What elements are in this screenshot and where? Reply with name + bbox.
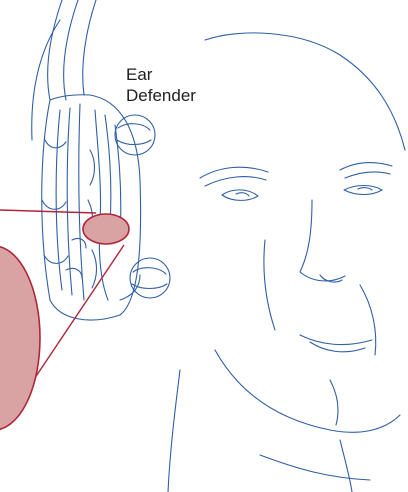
forehead-contour — [205, 33, 405, 150]
top-mic-ball — [115, 115, 155, 155]
callout — [0, 210, 129, 430]
callout-leader-top — [0, 210, 96, 213]
label-line-1: Ear — [126, 64, 196, 85]
callout-magnified-circle — [0, 246, 40, 430]
ear-defender-label: Ear Defender — [126, 64, 196, 106]
headband — [48, 0, 62, 100]
jaw-line — [215, 350, 400, 432]
label-line-2: Defender — [126, 85, 196, 106]
right-eye — [344, 186, 382, 195]
callout-highlight-ellipse — [83, 214, 129, 244]
face-line-art — [32, 0, 405, 492]
left-eye — [222, 190, 258, 201]
right-brow — [340, 163, 392, 170]
neck — [168, 370, 180, 492]
nose — [300, 200, 345, 281]
left-brow — [200, 167, 268, 178]
